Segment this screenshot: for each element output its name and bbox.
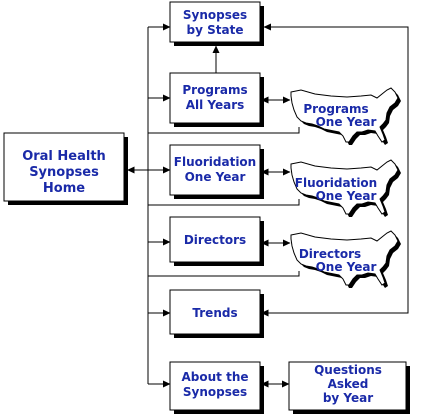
questions-asked-by-year-node[interactable]: Questions Asked by Year: [288, 361, 410, 414]
programs-map-label-line-1: Programs: [303, 102, 368, 116]
directors-map-label-line-2: One Year: [316, 260, 377, 274]
synopses-by-state-label-line-1: Synopses: [183, 8, 247, 22]
fluoridation-one-year-label-line-2: One Year: [185, 170, 246, 184]
questions-asked-by-year-box: [288, 361, 407, 411]
fluoridation-map-label-line-1: Fluoridation: [295, 176, 377, 190]
fluoridation-one-year-node[interactable]: Fluoridation One Year: [169, 144, 264, 199]
programs-one-year-map-link[interactable]: Programs One Year: [291, 88, 401, 145]
connector-lines: [127, 23, 409, 388]
home-box: [3, 132, 125, 202]
about-the-synopses-label-line-2: Synopses: [183, 385, 247, 399]
synopses-by-state-box: [169, 1, 261, 43]
trends-node[interactable]: Trends: [169, 289, 264, 338]
about-the-synopses-box: [169, 361, 261, 411]
directors-box: [169, 216, 261, 263]
questions-label-line-2: Asked: [328, 377, 369, 391]
programs-all-years-label-line-2: All Years: [186, 98, 245, 112]
synopses-by-state-node[interactable]: Synopses by State: [169, 1, 264, 46]
edge-trends-synopses-loop: [261, 23, 409, 317]
directors-label: Directors: [184, 233, 246, 247]
home-node[interactable]: Oral Health Synopses Home: [3, 132, 128, 205]
home-label-line-3: Home: [43, 181, 85, 196]
edge-bus-directors-map: [148, 271, 300, 277]
fluoridation-map-label-line-2: One Year: [316, 189, 377, 203]
home-label-line-2: Synopses: [29, 165, 99, 180]
directors-map-label-line-1: Directors: [299, 247, 361, 261]
directors-one-year-map-link[interactable]: Directors One Year: [291, 231, 401, 288]
home-label-line-1: Oral Health: [22, 149, 106, 164]
programs-all-years-node[interactable]: Programs All Years: [169, 72, 264, 127]
questions-label-line-1: Questions: [314, 363, 382, 377]
trends-label: Trends: [192, 306, 237, 320]
synopses-by-state-label-line-2: by State: [187, 23, 244, 37]
fluoridation-one-year-label-line-1: Fluoridation: [174, 155, 256, 169]
directors-node[interactable]: Directors: [169, 216, 264, 266]
programs-map-label-line-2: One Year: [316, 115, 377, 129]
programs-all-years-box: [169, 72, 261, 124]
fluoridation-one-year-box: [169, 144, 261, 196]
trends-box: [169, 289, 261, 335]
about-the-synopses-label-line-1: About the: [182, 370, 249, 384]
fluoridation-one-year-map-link[interactable]: Fluoridation One Year: [291, 160, 401, 217]
programs-all-years-label-line-1: Programs: [182, 83, 247, 97]
questions-label-line-3: by Year: [323, 391, 373, 405]
edge-bus-fluoridation-map: [148, 199, 300, 206]
about-the-synopses-node[interactable]: About the Synopses: [169, 361, 264, 414]
edge-bus-programs-map: [148, 127, 300, 134]
